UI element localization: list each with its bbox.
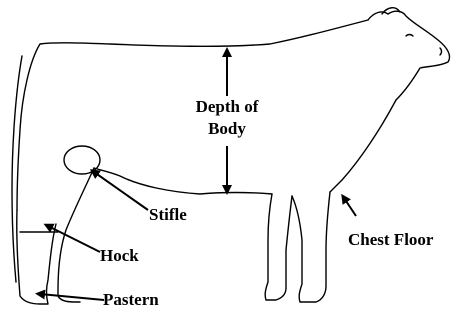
cow-eye	[406, 35, 413, 37]
depth-label-line2: Body	[184, 118, 270, 140]
hock-label: Hock	[100, 246, 139, 266]
cow-rear-leg-front	[58, 168, 94, 302]
pointer-arrows	[40, 172, 356, 300]
pastern-label: Pastern	[103, 290, 159, 310]
depth-of-body-label: Depth of Body	[184, 96, 270, 140]
stifle-pointer	[94, 172, 148, 210]
hock-pointer	[48, 226, 100, 252]
cow-rear-leg-back	[17, 210, 56, 304]
pastern-pointer	[40, 294, 104, 300]
stifle-joint	[64, 146, 100, 174]
cow-outline	[12, 8, 450, 304]
cow-head	[368, 11, 450, 100]
cow-front-leg-right	[265, 194, 292, 300]
chest-floor-label: Chest Floor	[348, 230, 433, 250]
cow-brisket	[330, 100, 396, 192]
cow-nostril	[440, 48, 442, 55]
depth-label-line1: Depth of	[184, 96, 270, 118]
stifle-label: Stifle	[149, 205, 187, 225]
cow-front-leg-left	[292, 192, 330, 302]
chest-floor-pointer	[344, 198, 356, 216]
